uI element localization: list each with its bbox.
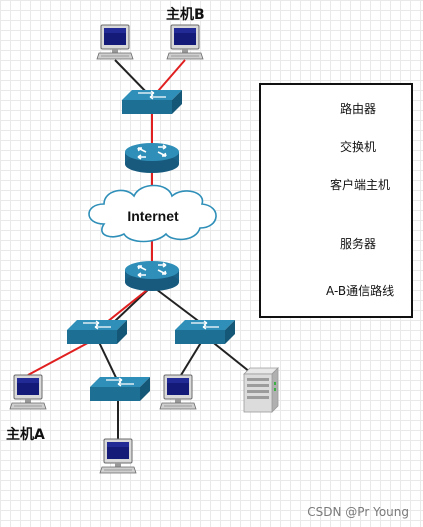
- internet-label: Internet: [127, 208, 179, 224]
- router-icon[interactable]: [124, 142, 180, 174]
- legend-server-label: 服务器: [340, 237, 377, 251]
- legend-path-label: A-B通信路线: [326, 284, 395, 298]
- legend-client-label: 客户端主机: [330, 178, 391, 192]
- server-icon[interactable]: [243, 367, 279, 413]
- link-router-switch-right: [151, 285, 206, 327]
- host-b-label: 主机B: [166, 7, 205, 23]
- watermark: CSDN @Pr Young: [307, 505, 409, 519]
- pc-icon[interactable]: [96, 24, 134, 60]
- legend: [259, 83, 413, 318]
- internet-cloud: Internet: [88, 184, 217, 243]
- host-b-pc-icon[interactable]: [166, 24, 204, 60]
- switch-icon[interactable]: [66, 319, 128, 345]
- switch-icon[interactable]: [121, 89, 183, 115]
- pc-icon[interactable]: [99, 438, 137, 474]
- host-a-label: 主机A: [6, 427, 45, 443]
- host-a-pc-icon[interactable]: [9, 374, 47, 410]
- pc-icon[interactable]: [159, 374, 197, 410]
- legend-switch-label: 交换机: [340, 140, 377, 154]
- switch-icon[interactable]: [89, 376, 151, 402]
- path-switch-hosta: [27, 337, 98, 376]
- legend-router-label: 路由器: [340, 102, 377, 116]
- router-icon[interactable]: [124, 260, 180, 292]
- switch-icon[interactable]: [174, 319, 236, 345]
